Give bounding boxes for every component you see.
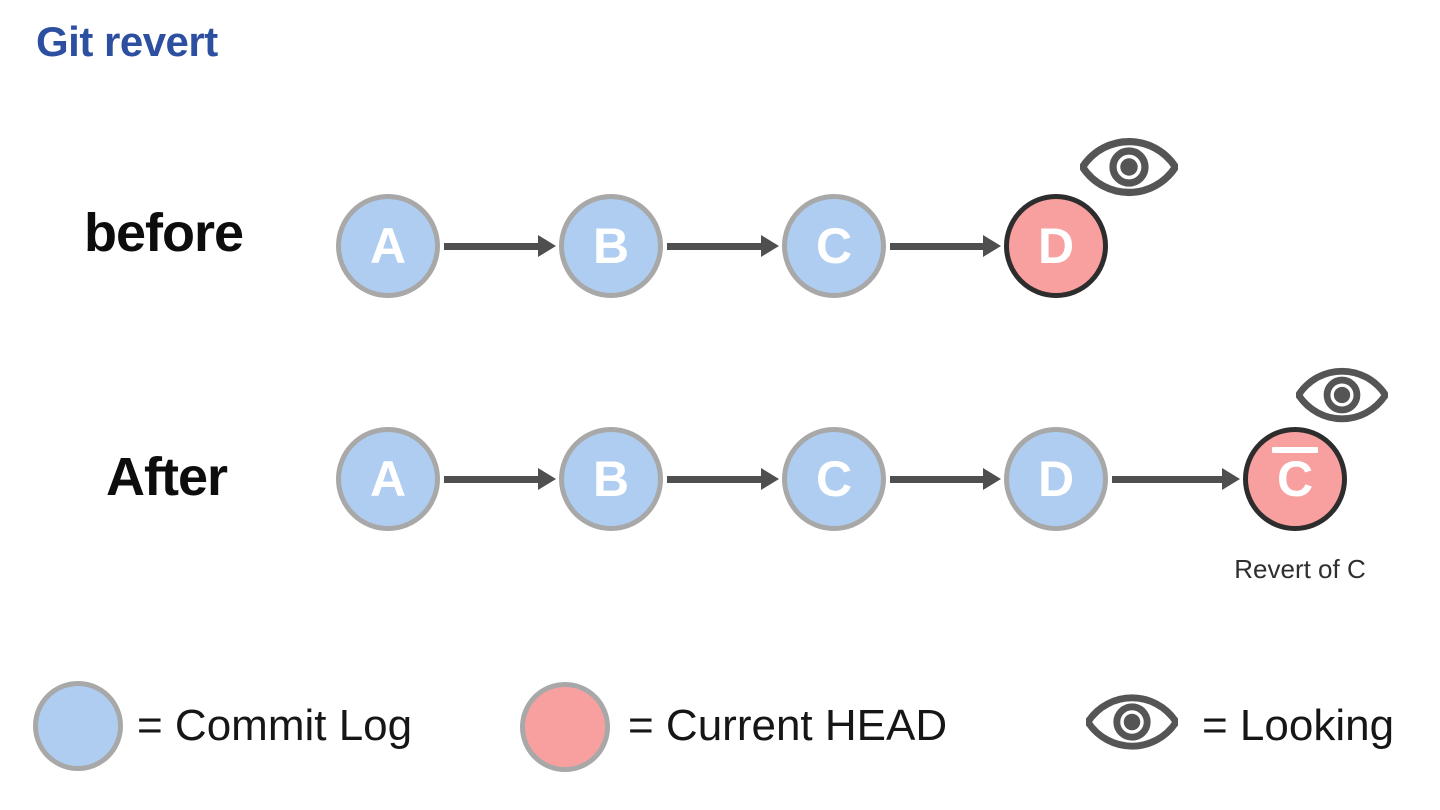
head-node-after-revert-c: C xyxy=(1243,427,1347,531)
arrow-connector-before-b-c xyxy=(667,235,779,257)
node-label: C xyxy=(815,451,853,507)
arrow-shaft xyxy=(667,242,762,250)
commit-node-before-a: A xyxy=(336,194,440,298)
arrow-head-icon xyxy=(538,235,556,257)
legend-head-label: = Current HEAD xyxy=(628,701,948,750)
overline-mark xyxy=(1272,447,1318,453)
legend-commit-label: = Commit Log xyxy=(137,701,413,750)
commit-node-before-c: C xyxy=(782,194,886,298)
arrow-head-icon xyxy=(1222,468,1240,490)
legend-commit-swatch xyxy=(33,681,123,771)
legend-head-swatch xyxy=(520,682,610,772)
arrow-connector-after-d-revert xyxy=(1112,468,1240,490)
arrow-connector-after-a-b xyxy=(444,468,556,490)
commit-node-after-c: C xyxy=(782,427,886,531)
node-label: A xyxy=(369,218,407,274)
arrow-connector-after-c-d xyxy=(890,468,1001,490)
commit-node-after-d: D xyxy=(1004,427,1108,531)
arrow-head-icon xyxy=(983,235,1001,257)
node-label: D xyxy=(1037,451,1075,507)
row-label-after: After xyxy=(106,447,228,507)
arrow-head-icon xyxy=(761,468,779,490)
row-label-before: before xyxy=(84,203,244,263)
legend-looking-label: = Looking xyxy=(1202,701,1395,750)
head-node-before-d: D xyxy=(1004,194,1108,298)
arrow-shaft xyxy=(444,242,539,250)
arrow-head-icon xyxy=(983,468,1001,490)
node-label: D xyxy=(1037,218,1075,274)
revert-caption: Revert of C xyxy=(1234,554,1366,584)
looking-eye-icon xyxy=(1080,137,1178,197)
arrow-shaft xyxy=(890,242,984,250)
arrow-head-icon xyxy=(538,468,556,490)
commit-node-after-b: B xyxy=(559,427,663,531)
arrow-connector-after-b-c xyxy=(667,468,779,490)
looking-eye-icon xyxy=(1086,694,1178,750)
arrow-connector-before-a-b xyxy=(444,235,556,257)
commit-node-after-a: A xyxy=(336,427,440,531)
arrow-shaft xyxy=(1112,475,1223,483)
commit-node-before-b: B xyxy=(559,194,663,298)
page-title: Git revert xyxy=(36,18,218,65)
node-label: A xyxy=(369,451,407,507)
arrow-shaft xyxy=(444,475,539,483)
node-label: C xyxy=(815,218,853,274)
node-label: C xyxy=(1276,451,1314,507)
arrow-connector-before-c-d xyxy=(890,235,1001,257)
node-label: B xyxy=(592,218,630,274)
arrow-head-icon xyxy=(761,235,779,257)
node-label: B xyxy=(592,451,630,507)
looking-eye-icon xyxy=(1296,367,1388,423)
arrow-shaft xyxy=(890,475,984,483)
arrow-shaft xyxy=(667,475,762,483)
